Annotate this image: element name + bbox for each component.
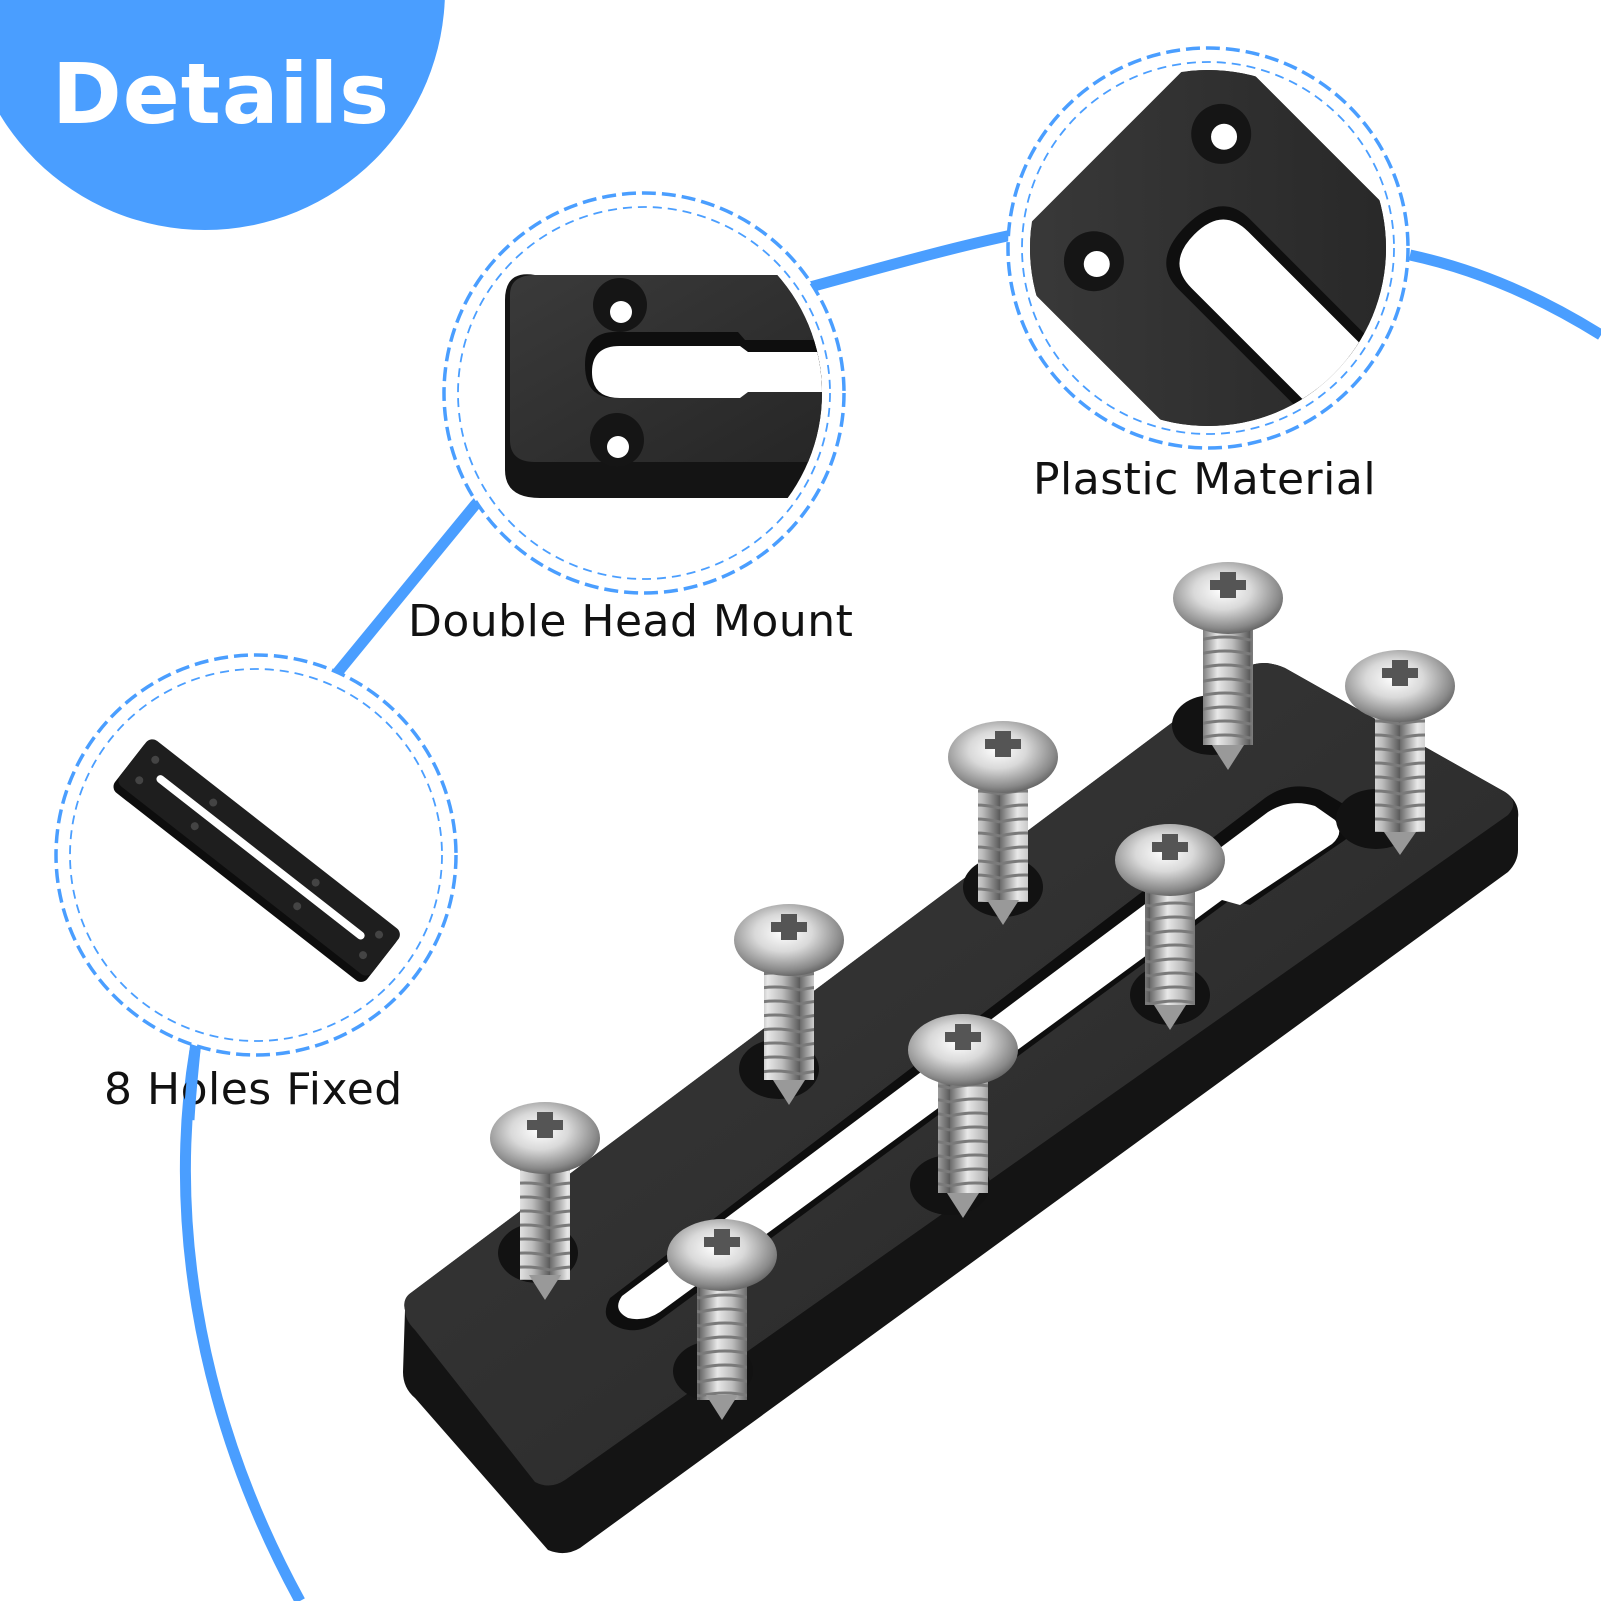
screw-4 [1115,824,1225,1030]
callout-double-head-mount-circle [442,191,846,595]
screw-6 [908,1014,1018,1218]
details-badge-circle [0,0,445,230]
screw-5 [734,904,844,1105]
screw-1 [1173,562,1283,770]
details-badge-title: Details [52,45,391,143]
caption-eight-holes-fixed: 8 Holes Fixed [104,1064,403,1115]
callout-eight-holes-circle [54,653,458,1057]
caption-double-head-mount: Double Head Mount [408,596,854,647]
screw-8 [667,1219,777,1420]
caption-plastic-material: Plastic Material [1033,454,1377,505]
callout-plastic-material-circle [1006,46,1410,450]
screw-7 [490,1102,600,1300]
screw-2 [1345,650,1455,855]
screw-3 [948,721,1058,925]
screws [490,562,1455,1420]
